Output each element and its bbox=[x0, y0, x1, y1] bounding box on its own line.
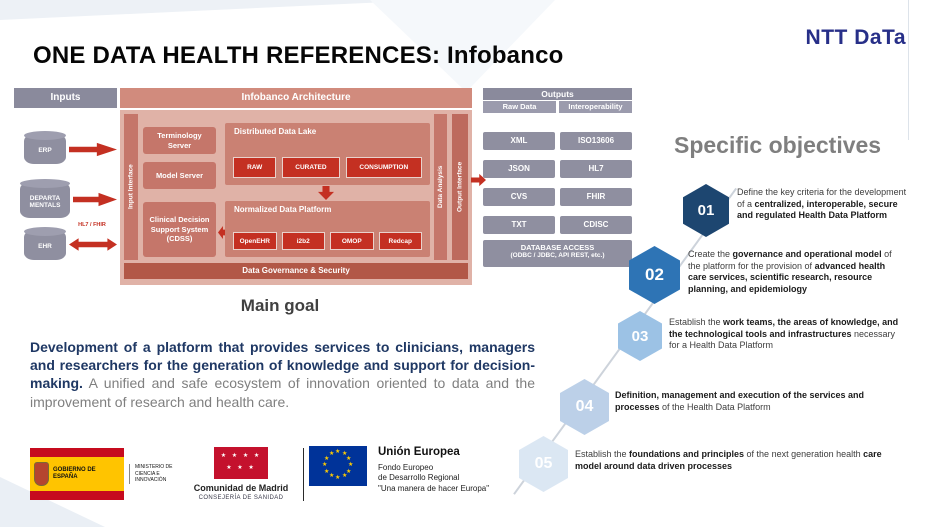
specific-objectives-heading: Specific objectives bbox=[674, 132, 882, 158]
departamentals-database-cylinder: DEPARTA MENTALS bbox=[20, 179, 70, 218]
curated-box: CURATED bbox=[282, 157, 340, 178]
objective-text-05: Establish the foundations and principles… bbox=[575, 449, 882, 471]
objective-text-01: Define the key criteria for the developm… bbox=[737, 187, 907, 221]
ntt-data-logo: NTT DaTa bbox=[805, 26, 906, 49]
madrid-name: Comunidad de Madrid bbox=[193, 483, 289, 493]
flow-arrow-icon bbox=[73, 192, 117, 207]
interoperability-header: Interoperability bbox=[559, 101, 632, 113]
eu-name: Unión Europea bbox=[378, 446, 460, 458]
model-server-box: Model Server bbox=[143, 162, 216, 189]
erp-database-cylinder: ERP bbox=[24, 131, 66, 164]
madrid-stars-row bbox=[214, 462, 268, 474]
objective-number: 05 bbox=[534, 455, 553, 472]
output-format-cvs: CVS bbox=[483, 188, 555, 206]
ndp-items: OpenEHR i2b2 OMOP Redcap bbox=[233, 232, 422, 250]
eu-motto: "Una manera de hacer Europa" bbox=[378, 483, 490, 493]
architecture-body: Input Interface Terminology Server Model… bbox=[120, 110, 472, 285]
output-format-fhir: FHIR bbox=[560, 188, 632, 206]
ehr-database-cylinder: EHR bbox=[24, 227, 66, 260]
objective-number: 04 bbox=[575, 398, 594, 415]
departamentals-label: DEPARTA MENTALS bbox=[29, 194, 61, 209]
output-format-cdisc: CDISC bbox=[560, 216, 632, 234]
data-analysis-bar: Data Analysis bbox=[434, 114, 447, 260]
output-interface-bar: Output Interface bbox=[452, 114, 468, 260]
objective-number: 03 bbox=[631, 327, 649, 345]
objective-number: 01 bbox=[697, 202, 715, 219]
logo-divider bbox=[303, 448, 304, 501]
data-lake-title: Distributed Data Lake bbox=[234, 127, 317, 136]
database-access-line1: DATABASE ACCESS bbox=[520, 243, 595, 252]
erp-label: ERP bbox=[38, 147, 52, 155]
objective-number: 02 bbox=[645, 265, 664, 284]
input-interface-bar: Input Interface bbox=[124, 114, 138, 260]
objective-hexagon-03: 03 bbox=[618, 311, 662, 361]
cdss-box: Clinical Decision Support System (CDSS) bbox=[143, 202, 216, 257]
page-title: ONE DATA HEALTH REFERENCES: Infobanco bbox=[33, 42, 564, 69]
double-flow-arrow-icon bbox=[69, 238, 117, 251]
consumption-box: CONSUMPTION bbox=[345, 157, 422, 178]
openehr-box: OpenEHR bbox=[233, 232, 277, 250]
output-format-txt: TXT bbox=[483, 216, 555, 234]
normalized-data-platform-panel: Normalized Data Platform OpenEHR i2b2 OM… bbox=[225, 201, 430, 257]
objective-hexagon-04: 04 bbox=[560, 379, 609, 435]
flow-arrow-icon bbox=[69, 142, 117, 157]
objective-text-04: Definition, management and execution of … bbox=[615, 390, 865, 412]
comunidad-de-madrid-logo: Comunidad de Madrid CONSEJERÍA DE SANIDA… bbox=[183, 447, 299, 501]
union-europea-logo: Unión Europea Fondo Europeo de Desarroll… bbox=[309, 446, 489, 494]
infobanco-architecture-header: Infobanco Architecture bbox=[120, 88, 472, 108]
data-governance-bar: Data Governance & Security bbox=[124, 263, 468, 279]
objective-hexagon-01: 01 bbox=[683, 184, 729, 237]
spain-flag-icon: GOBIERNO DE ESPAÑA bbox=[30, 448, 124, 500]
left-arrow-icon bbox=[218, 226, 229, 239]
gobierno-label: GOBIERNO DE ESPAÑA bbox=[53, 466, 96, 480]
output-format-xml: XML bbox=[483, 132, 555, 150]
eu-flag-icon bbox=[309, 446, 367, 486]
output-format-json: JSON bbox=[483, 160, 555, 178]
main-goal-bold-text: Development of a platform that provides … bbox=[30, 339, 535, 392]
redcap-box: Redcap bbox=[378, 232, 422, 250]
main-goal-paragraph: Development of a platform that provides … bbox=[30, 338, 535, 411]
gobierno-de-espana-logo: GOBIERNO DE ESPAÑA MINISTERIO DE CIENCIA… bbox=[30, 446, 181, 502]
objective-hexagon-02: 02 bbox=[629, 246, 680, 304]
eu-fund-line2: de Desarrollo Regional bbox=[378, 473, 460, 483]
ministerio-label: MINISTERIO DE CIENCIA E INNOVACIÓN bbox=[129, 463, 181, 485]
ndp-title: Normalized Data Platform bbox=[234, 205, 332, 214]
background-decoration bbox=[908, 0, 909, 140]
background-decoration bbox=[0, 0, 430, 20]
terminology-server-box: Terminology Server bbox=[143, 127, 216, 154]
omop-box: OMOP bbox=[330, 232, 374, 250]
i2b2-box: i2b2 bbox=[281, 232, 325, 250]
eu-text-block: Unión Europea Fondo Europeo de Desarroll… bbox=[378, 446, 489, 494]
outputs-header: Outputs bbox=[483, 88, 632, 100]
main-goal-heading: Main goal bbox=[240, 296, 320, 315]
objective-hexagon-05: 05 bbox=[519, 436, 568, 492]
output-format-hl7: HL7 bbox=[560, 160, 632, 178]
madrid-flag-icon bbox=[214, 447, 268, 479]
eu-fund-line1: Fondo Europeo bbox=[378, 463, 434, 472]
objective-text-02: Create the governance and operational mo… bbox=[688, 249, 892, 294]
architecture-diagram: Inputs Infobanco Architecture Outputs Ra… bbox=[14, 88, 632, 288]
data-lake-items: RAW CURATED CONSUMPTION bbox=[233, 157, 422, 178]
distributed-data-lake-panel: Distributed Data Lake RAW CURATED CONSUM… bbox=[225, 123, 430, 185]
ehr-label: EHR bbox=[38, 243, 52, 251]
spain-coat-of-arms-icon bbox=[34, 462, 49, 486]
down-arrow-icon bbox=[318, 186, 334, 200]
objective-text-03: Establish the work teams, the areas of k… bbox=[669, 317, 899, 351]
madrid-department: CONSEJERÍA DE SANIDAD bbox=[198, 495, 284, 501]
raw-data-header: Raw Data bbox=[483, 101, 556, 113]
raw-box: RAW bbox=[233, 157, 277, 178]
main-goal-normal-text: A unified and safe ecosystem of innovati… bbox=[30, 375, 535, 410]
hl7-fhir-label: HL7 / FHIR bbox=[78, 222, 106, 228]
database-access-box: DATABASE ACCESS (ODBC / JDBC, API REST, … bbox=[483, 240, 632, 267]
output-format-iso13606: ISO13606 bbox=[560, 132, 632, 150]
database-access-line2: (ODBC / JDBC, API REST, etc.) bbox=[510, 252, 605, 259]
inputs-header: Inputs bbox=[14, 88, 117, 108]
madrid-stars-row bbox=[214, 450, 268, 462]
